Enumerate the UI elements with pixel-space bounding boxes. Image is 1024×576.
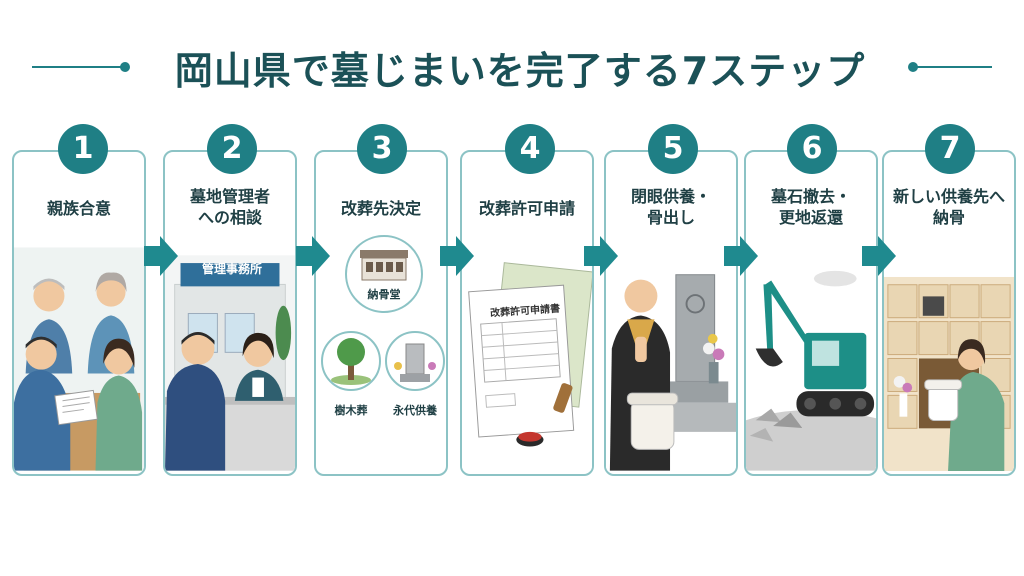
step-3-card: 改葬先決定 納骨堂 樹木葬 永代供養	[314, 150, 448, 476]
step-1-number-badge: 1	[58, 124, 108, 174]
step-6-label: 墓石撤去・ 更地返還	[746, 186, 876, 228]
option-label-nokotsudo: 納骨堂	[344, 286, 424, 302]
step-5-label-line-1: 閉眼供養・	[606, 186, 736, 207]
step-3-to-4-arrow	[440, 236, 474, 276]
step-3-label: 改葬先決定	[316, 198, 446, 219]
step-7-label-line-1: 新しい供養先へ	[884, 186, 1014, 207]
title-decoration-line-left	[32, 66, 122, 68]
step-1-to-2-arrow	[144, 236, 178, 276]
step-2-number-badge: 2	[207, 124, 257, 174]
step-7-card: 新しい供養先へ 納骨	[882, 150, 1016, 476]
step-6-to-7-arrow	[862, 236, 896, 276]
step-4-label: 改葬許可申請	[462, 198, 592, 219]
step-3-number-badge: 3	[357, 124, 407, 174]
step-5-label: 閉眼供養・ 骨出し	[606, 186, 736, 228]
step-2-to-3-arrow	[296, 236, 330, 276]
title-bar: 岡山県で墓じまいを完了する7ステップ	[0, 30, 1024, 90]
step-6-number-badge: 6	[787, 124, 837, 174]
title-decoration-dot-left	[120, 62, 130, 72]
monk-prayer-icon	[606, 252, 736, 474]
columbarium-icon	[344, 234, 424, 314]
step-7-label: 新しい供養先へ 納骨	[884, 186, 1014, 228]
step-6-card: 墓石撤去・ 更地返還	[744, 150, 878, 476]
step-4-to-5-arrow	[584, 236, 618, 276]
step-2-label-line-1: 墓地管理者	[165, 186, 295, 207]
memorial-grave-icon	[384, 330, 446, 392]
step-6-label-line-2: 更地返還	[746, 207, 876, 228]
excavator-icon	[746, 252, 876, 474]
step-4-number-badge: 4	[505, 124, 555, 174]
application-form-icon	[462, 254, 592, 474]
title-decoration-line-right	[912, 66, 992, 68]
office-sign-text: 管理事務所	[187, 260, 277, 277]
office-consultation-icon	[165, 252, 295, 474]
tree-burial-icon	[320, 330, 382, 392]
step-7-label-line-2: 納骨	[884, 207, 1014, 228]
step-6-label-line-1: 墓石撤去・	[746, 186, 876, 207]
option-label-eitaikuyo: 永代供養	[384, 402, 446, 418]
step-5-label-line-2: 骨出し	[606, 207, 736, 228]
step-1-label: 親族合意	[14, 198, 144, 219]
step-5-number-badge: 5	[648, 124, 698, 174]
step-2-label: 墓地管理者 への相談	[165, 186, 295, 228]
step-5-to-6-arrow	[724, 236, 758, 276]
step-2-card: 墓地管理者 への相談 管理事務所	[163, 150, 297, 476]
step-7-number-badge: 7	[925, 124, 975, 174]
step-2-label-line-2: への相談	[165, 207, 295, 228]
step-5-card: 閉眼供養・ 骨出し	[604, 150, 738, 476]
page-title: 岡山県で墓じまいを完了する7ステップ	[140, 40, 900, 95]
columbarium-offering-icon	[884, 274, 1014, 474]
option-label-jumokuso: 樹木葬	[320, 402, 382, 418]
step-1-card: 親族合意	[12, 150, 146, 476]
family-discussion-icon	[14, 244, 144, 474]
step-4-card: 改葬許可申請 改葬許可申請書	[460, 150, 594, 476]
